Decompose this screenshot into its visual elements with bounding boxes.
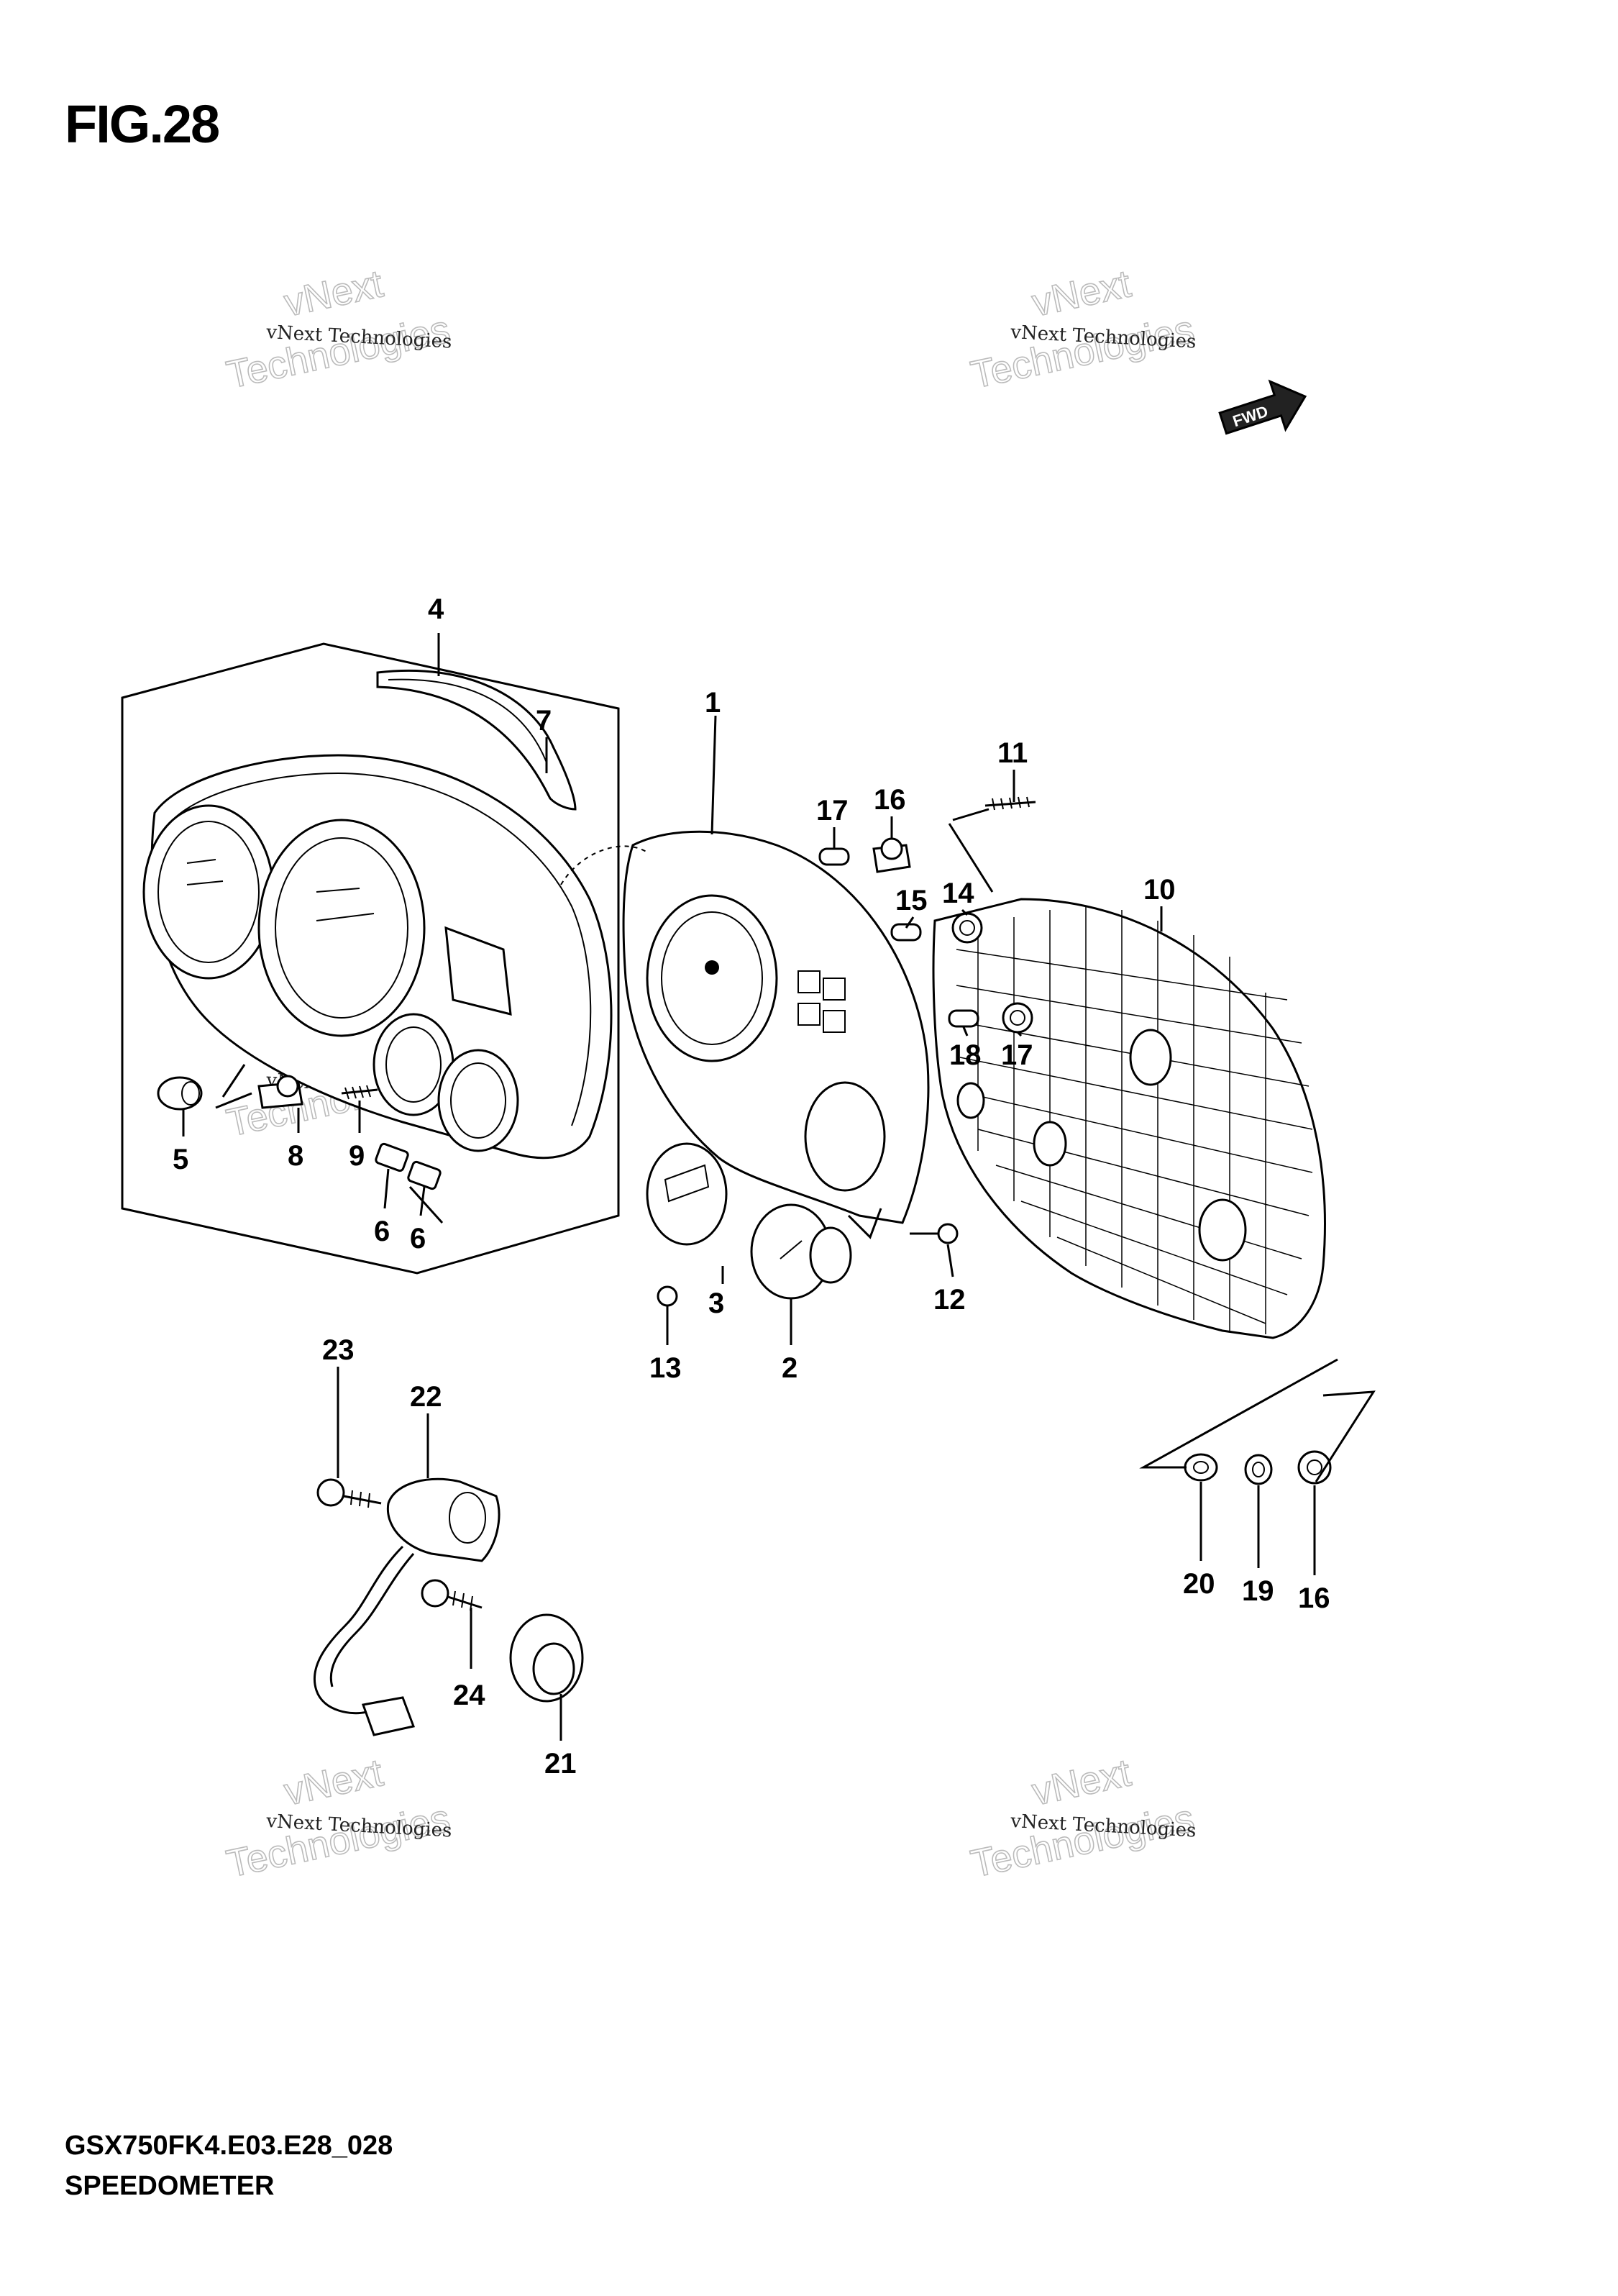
grommet-hole (1129, 1029, 1172, 1086)
watermark-big-2: Technologies (967, 308, 1198, 397)
watermark-bottom-right: vNext Technologies vNext Technologies (966, 1751, 1198, 1887)
callout-part-23: 23 (322, 1334, 355, 1366)
watermark-bottom-left: vNext Technologies vNext Technologies (222, 1751, 454, 1887)
grommet-hole (956, 1082, 985, 1119)
callout-part-15: 15 (895, 885, 928, 916)
callout-part-18: 19 (1242, 1575, 1274, 1607)
bolt-24 (421, 1579, 483, 1611)
assembly-outline-box (121, 642, 620, 1275)
forward-arrow-icon: FWD (1218, 379, 1307, 435)
socket-16a (872, 837, 911, 873)
meter-case-grid (956, 906, 1313, 1334)
screw-13 (657, 1285, 678, 1307)
gauge-module-3 (646, 1142, 728, 1246)
meter-case-lower (932, 898, 1326, 1339)
callout-part-11: 11 (997, 737, 1028, 769)
meter-case-cluster (142, 754, 613, 1160)
nut-20 (1297, 1450, 1332, 1485)
watermark-top-right: vNext Technologies vNext Technologies (966, 262, 1198, 398)
tachometer-bezel (142, 804, 275, 980)
callout-part-5: 5 (173, 1144, 188, 1175)
meter-cover-upper (376, 669, 577, 811)
callout-part-8: 8 (288, 1140, 303, 1172)
callout-part-16b: 17 (1001, 1039, 1033, 1071)
sensor-rotor-21 (509, 1613, 584, 1703)
callout-part-19: 20 (1183, 1568, 1215, 1600)
speed-sensor-22 (313, 1477, 501, 1736)
washer-18 (1244, 1454, 1273, 1485)
speedometer-bezel (257, 819, 426, 1037)
callout-part-6b: 6 (410, 1223, 426, 1254)
bulb-17a (818, 847, 850, 866)
bulb-17b (948, 1009, 979, 1028)
grommet-hole (1198, 1198, 1247, 1262)
screw-9 (341, 1085, 378, 1100)
callout-part-17b: 18 (949, 1039, 982, 1071)
bulb-socket-8 (257, 1075, 303, 1109)
watermark-big-1: vNext (280, 262, 387, 324)
sensor-connector (361, 1696, 416, 1736)
model-code: GSX750FK4.E03.E28_028 (65, 2131, 393, 2161)
callout-part-17a: 17 (816, 795, 849, 826)
callout-part-3: 3 (708, 1288, 724, 1319)
callout-part-7: 7 (536, 705, 552, 737)
callout-part-2: 2 (782, 1352, 797, 1384)
meter-body-speed-dial (646, 894, 778, 1062)
bulb-socket-5 (157, 1076, 203, 1111)
figure-title: FIG.28 (65, 94, 220, 154)
meter-body (560, 830, 930, 1224)
grommet-hole (1033, 1121, 1067, 1167)
indicator-window (444, 926, 512, 1016)
callout-part-16a: 16 (874, 784, 906, 816)
bulb-6b (407, 1160, 442, 1190)
callout-part-22: 22 (410, 1381, 442, 1413)
callout-part-9: 9 (349, 1140, 365, 1172)
leader-lines (182, 633, 1376, 1741)
callout-part-1: 1 (705, 687, 721, 719)
watermark-big-1: vNext (1028, 1751, 1135, 1813)
watermark-big-1: vNext (280, 1751, 387, 1813)
watermark-big-1: vNext (1028, 262, 1135, 324)
callout-part-6a: 6 (374, 1216, 390, 1247)
callout-part-10: 10 (1143, 874, 1176, 906)
callout-part-12: 12 (933, 1284, 966, 1316)
callout-labels: 4 7 1 11 17 16 10 15 14 18 17 5 8 9 6 6 … (173, 593, 1330, 1780)
screw-11 (984, 796, 1036, 811)
meter-body-small-dial (804, 1081, 886, 1192)
watermark-big-2: Technologies (223, 308, 454, 397)
callout-part-21: 21 (544, 1748, 577, 1780)
watermark-big-2: Technologies (223, 1797, 454, 1886)
socket-16b (1002, 1002, 1033, 1034)
screw-12 (910, 1223, 959, 1244)
bulb-6a (375, 1142, 409, 1172)
gauge-module-2 (750, 1203, 852, 1300)
callout-part-24: 24 (453, 1680, 485, 1711)
damper-19 (1184, 1453, 1218, 1482)
callout-part-14: 14 (942, 878, 974, 909)
callout-part-20: 16 (1298, 1582, 1330, 1614)
callout-part-4: 4 (428, 593, 444, 625)
bulb-15 (890, 923, 922, 942)
bolt-23 (316, 1478, 382, 1508)
figure-caption: SPEEDOMETER (65, 2171, 275, 2201)
socket-14 (951, 912, 983, 944)
watermark-top-left: vNext Technologies vNext Technologies (222, 262, 454, 398)
callout-part-13: 13 (649, 1352, 682, 1384)
watermark-big-2: Technologies (967, 1797, 1198, 1886)
